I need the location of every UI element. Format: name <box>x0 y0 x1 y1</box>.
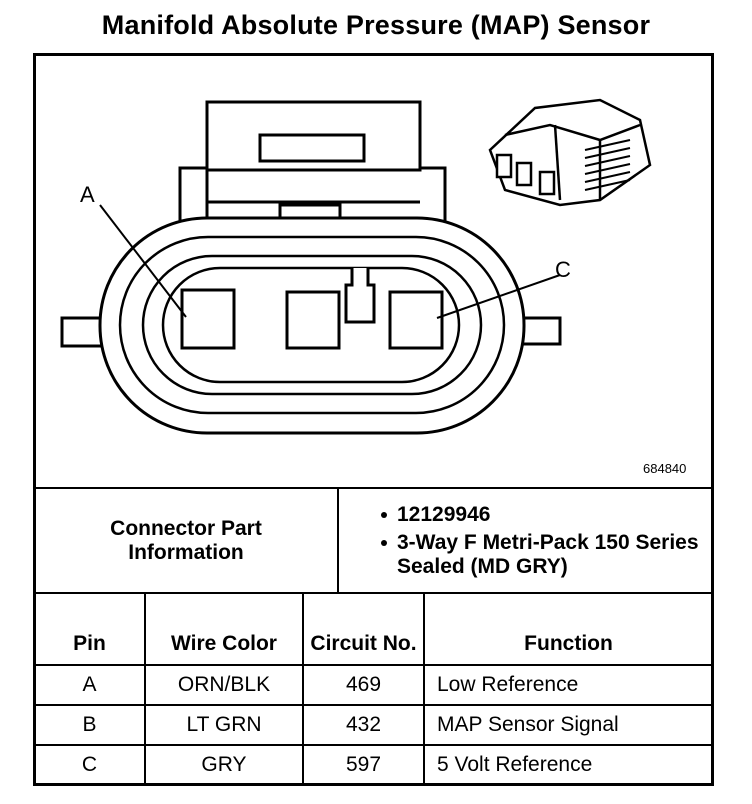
table-row: C GRY 597 5 Volt Reference <box>33 744 714 786</box>
latch-tab <box>278 203 342 225</box>
table-row: A ORN/BLK 469 Low Reference <box>33 664 714 706</box>
cell-pin: A <box>33 664 146 706</box>
pin-label-a: A <box>80 182 95 207</box>
page-title: Manifold Absolute Pressure (MAP) Sensor <box>101 10 651 40</box>
pin-label-c: C <box>555 257 571 282</box>
cell-wire-color: GRY <box>144 744 304 786</box>
terminal-b <box>285 290 341 350</box>
cell-circuit: 597 <box>302 744 425 786</box>
connector-cavity <box>161 266 461 384</box>
pin-table: Pin Wire Color Circuit No. Function A OR… <box>33 592 714 786</box>
connector-seal-ring <box>118 235 506 415</box>
cell-wire-color: LT GRN <box>144 704 304 746</box>
connector-info-details: 12129946 3-Way F Metri-Pack 150 Series S… <box>337 487 714 594</box>
terminal-c <box>388 290 444 350</box>
housing-shoulders <box>178 166 447 230</box>
connector-inner-oval <box>141 254 483 396</box>
connector-thumbnail <box>488 98 652 207</box>
connector-info-table: Connector Part Information 12129946 3-Wa… <box>33 487 714 594</box>
bullet-part-number: 12129946 <box>381 503 711 527</box>
cell-function: 5 Volt Reference <box>423 744 714 786</box>
terminal-a <box>180 288 236 350</box>
cell-circuit: 432 <box>302 704 425 746</box>
cell-pin: C <box>33 744 146 786</box>
header-pin: Pin <box>33 592 146 666</box>
left-mount-tab <box>60 316 104 348</box>
leader-line-c <box>436 274 561 319</box>
cell-function: MAP Sensor Signal <box>423 704 714 746</box>
connector-info-heading: Connector Part Information <box>33 487 339 594</box>
header-function: Function <box>423 592 714 666</box>
bullet-connector-type: 3-Way F Metri-Pack 150 Series Sealed (MD… <box>381 531 711 579</box>
latch-slot <box>258 133 366 163</box>
cell-pin: B <box>33 704 146 746</box>
cell-function: Low Reference <box>423 664 714 706</box>
polarity-key <box>344 268 376 324</box>
header-wire-color: Wire Color <box>144 592 304 666</box>
cell-circuit: 469 <box>302 664 425 706</box>
figure-number: 684840 <box>643 461 687 476</box>
cell-wire-color: ORN/BLK <box>144 664 304 706</box>
right-mount-tab <box>520 316 562 346</box>
header-circuit-no: Circuit No. <box>302 592 425 666</box>
table-row: B LT GRN 432 MAP Sensor Signal <box>33 704 714 746</box>
leader-line-a <box>99 204 187 318</box>
